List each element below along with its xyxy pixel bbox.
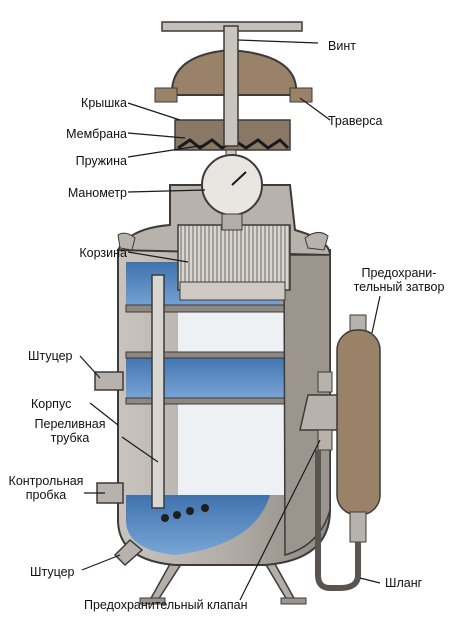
label-manometr: Манометр [67, 186, 127, 200]
label-shlang: Шланг [385, 576, 423, 590]
label-trubka: Переливная трубка [8, 417, 132, 445]
label-vint: Винт [328, 39, 356, 53]
legs [139, 554, 307, 605]
label-klapan: Предохранительный клапан [84, 598, 248, 612]
label-kryshka: Крышка [81, 96, 127, 110]
label-korpus: Корпус [31, 397, 72, 411]
label-probka: Контрольная пробка [0, 474, 92, 502]
safety-lock [315, 314, 381, 591]
vessel-body [116, 184, 332, 566]
leader-lines [79, 39, 381, 601]
label-membrana: Мембрана [66, 127, 127, 141]
manometer [201, 154, 263, 231]
lid-assembly [154, 21, 313, 171]
label-probka-line2: пробка [25, 488, 67, 502]
label-trubka-line1: Переливная [34, 417, 106, 431]
label-pruzhina: Пружина [75, 154, 127, 168]
label-trubka-line2: трубка [50, 431, 90, 445]
overflow-tube [151, 274, 209, 522]
label-zatvor: Предохрани- тельный затвор [340, 266, 458, 294]
label-korzina: Корзина [79, 246, 127, 260]
fittings [94, 232, 329, 567]
label-shtutser-top: Штуцер [28, 349, 73, 363]
label-zatvor-line1: Предохрани- [361, 266, 437, 280]
label-traversa: Траверса [328, 114, 383, 128]
label-zatvor-line2: тельный затвор [353, 280, 445, 294]
label-shtutser-bottom: Штуцер [30, 565, 75, 579]
label-probka-line1: Контрольная [8, 474, 84, 488]
